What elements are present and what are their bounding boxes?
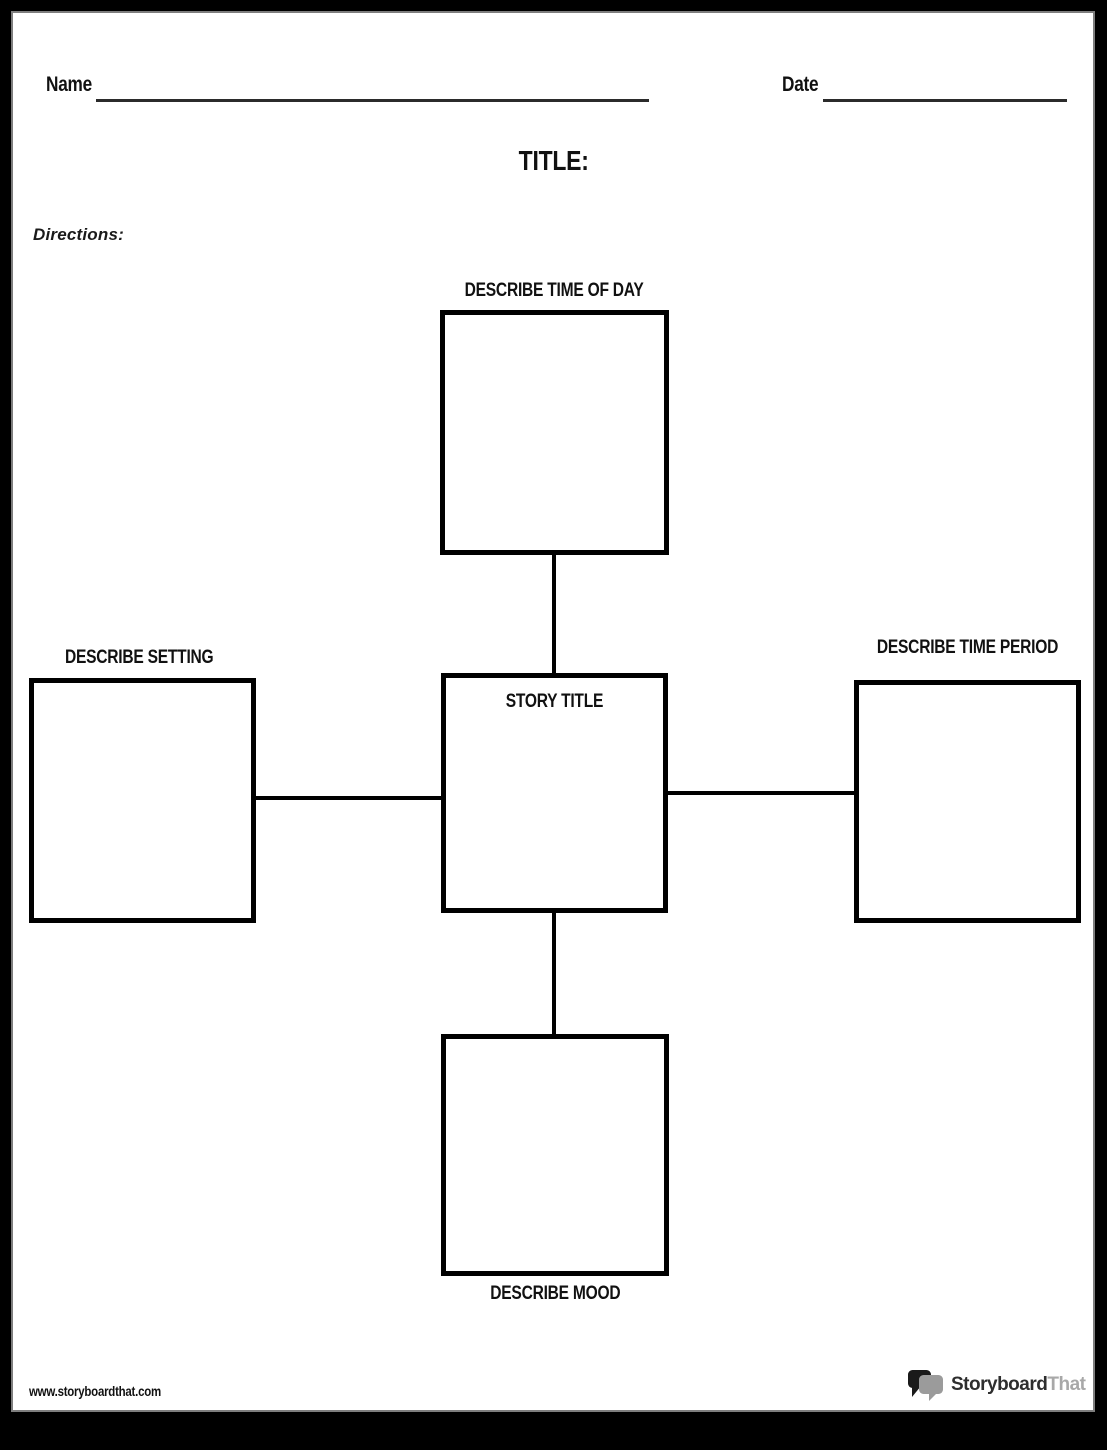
title-row: TITLE:	[404, 145, 704, 177]
time-period-box[interactable]	[854, 680, 1081, 923]
right-box-label: DESCRIBE TIME PERIOD	[876, 637, 1059, 658]
time-of-day-box[interactable]	[440, 310, 669, 555]
mood-box[interactable]	[441, 1034, 669, 1276]
top-box-label-row: DESCRIBE TIME OF DAY	[440, 281, 669, 300]
top-box-label: DESCRIBE TIME OF DAY	[465, 280, 644, 301]
logo-text-that: That	[1047, 1374, 1086, 1395]
logo-text-storyboard: Storyboard	[951, 1374, 1048, 1395]
worksheet-page: Name Date TITLE: Directions: DESCRIBE TI…	[11, 11, 1095, 1412]
speech-bubbles-icon	[908, 1370, 943, 1401]
setting-box[interactable]	[29, 678, 256, 923]
worksheet-title-label: TITLE:	[519, 145, 589, 176]
connector-right-horizontal	[666, 791, 856, 795]
footer-url-text: www.storyboardthat.com	[29, 1383, 161, 1399]
connector-bottom-vertical	[552, 911, 556, 1036]
name-row: Name	[46, 73, 102, 97]
connector-left-horizontal	[254, 796, 444, 800]
storyboardthat-logo: StoryboardThat	[906, 1367, 1086, 1403]
connector-top-vertical	[552, 553, 556, 675]
left-box-label-row: DESCRIBE SETTING	[65, 648, 246, 667]
story-title-box[interactable]: STORY TITLE	[441, 673, 668, 913]
date-row: Date	[782, 73, 826, 97]
name-label: Name	[46, 73, 92, 96]
name-fill-line[interactable]	[96, 99, 649, 102]
right-box-label-row: DESCRIBE TIME PERIOD	[854, 638, 1081, 657]
date-label: Date	[782, 73, 819, 96]
footer-url: www.storyboardthat.com	[29, 1383, 190, 1399]
bottom-box-label: DESCRIBE MOOD	[489, 1283, 621, 1304]
directions-label: Directions:	[33, 225, 124, 244]
left-box-label: DESCRIBE SETTING	[65, 647, 214, 668]
bottom-box-label-row: DESCRIBE MOOD	[441, 1284, 669, 1303]
date-fill-line[interactable]	[823, 99, 1067, 102]
logo-wordmark: StoryboardThat	[951, 1374, 1086, 1396]
story-title-label: STORY TITLE	[505, 691, 604, 712]
